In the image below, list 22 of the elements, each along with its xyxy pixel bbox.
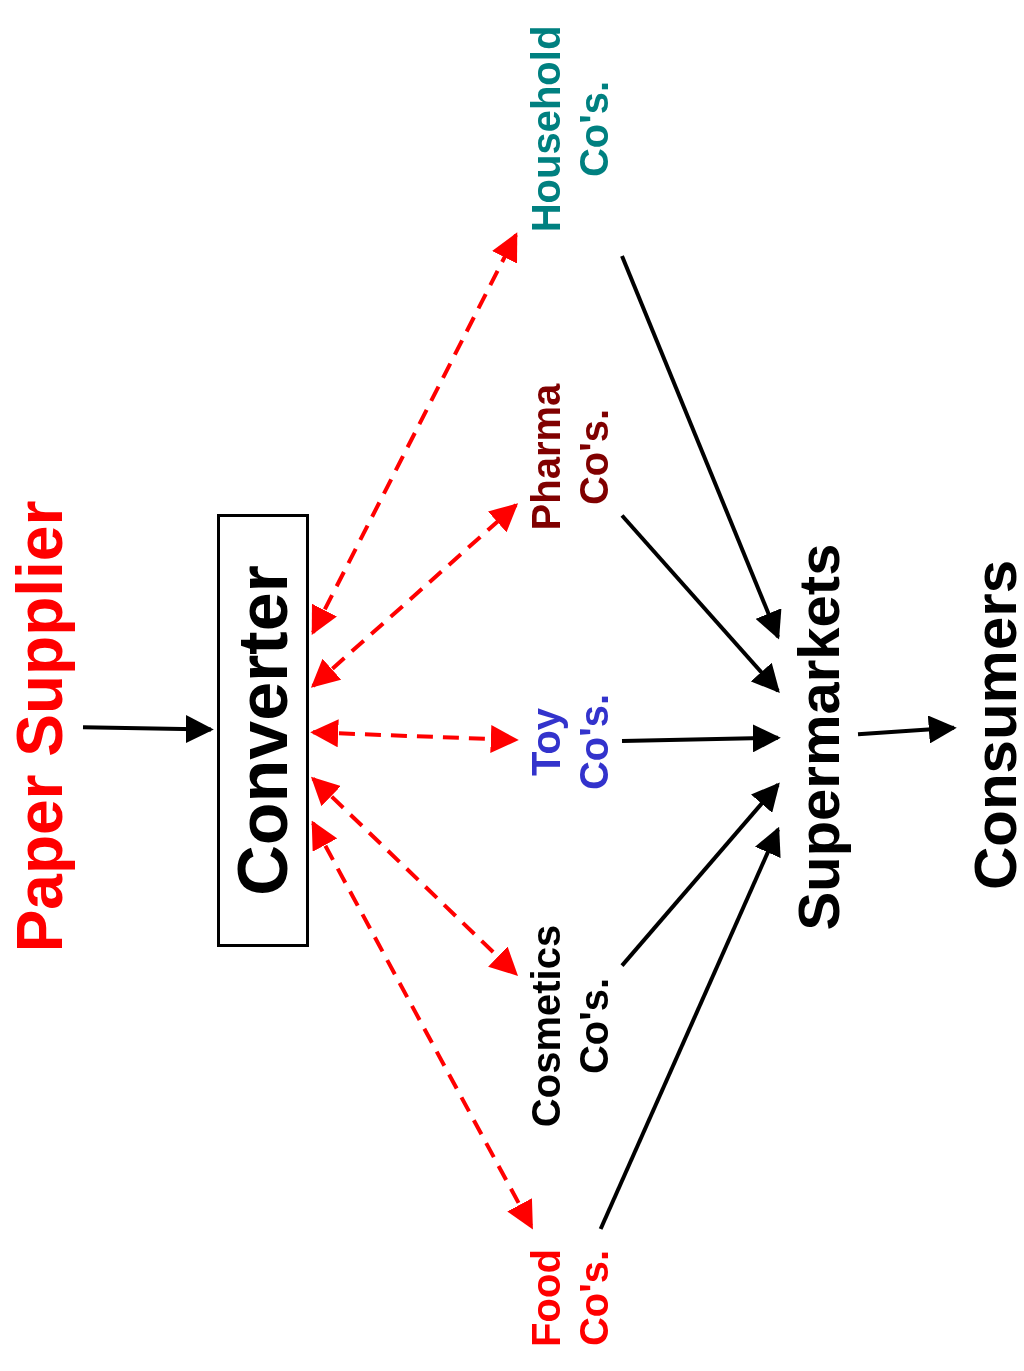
node-label: Food Co's. <box>523 1248 617 1349</box>
arrow <box>857 715 957 744</box>
arrow <box>311 776 518 976</box>
node-label: Supermarkets <box>785 542 852 933</box>
process-box <box>217 514 309 947</box>
node-label: Toy Co's. <box>523 692 617 793</box>
arrow <box>620 782 780 967</box>
node-label: Consumers <box>961 558 1024 893</box>
node-label: Household Co's. <box>523 24 617 235</box>
arrow <box>311 820 534 1230</box>
arrow <box>310 719 519 753</box>
arrow <box>620 514 780 693</box>
arrow <box>598 826 781 1230</box>
node-label: Pharma Co's. <box>523 382 617 533</box>
arrow <box>310 503 519 688</box>
arrow <box>620 255 782 640</box>
arrow <box>82 715 214 744</box>
node-label: Cosmetics Co's. <box>523 923 617 1130</box>
arrow <box>311 232 518 636</box>
arrow <box>621 724 781 753</box>
node-label: Converter <box>223 565 303 896</box>
node-label: Paper Supplier <box>3 499 77 955</box>
